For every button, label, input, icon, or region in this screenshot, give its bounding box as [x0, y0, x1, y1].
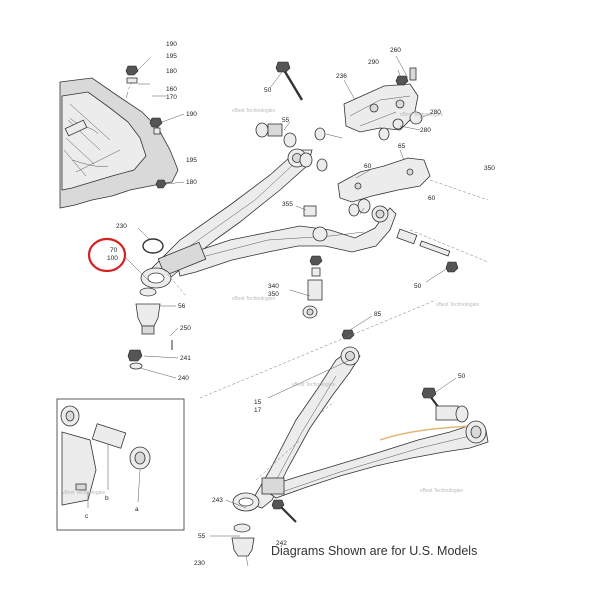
watermark-text: vBest Technologies	[436, 302, 479, 308]
callout-50: 50	[458, 373, 466, 380]
watermark-text: vBest Technologies	[62, 490, 105, 496]
inset-detail	[56, 398, 185, 531]
callout-50: 50	[414, 283, 422, 290]
callout-241: 241	[180, 355, 191, 362]
callout-195: 195	[186, 157, 197, 164]
callout-242: 242	[276, 540, 287, 547]
callout-17: 17	[254, 407, 262, 414]
side-bracket	[337, 157, 431, 217]
callout-160: 160	[166, 86, 177, 93]
callout-230: 230	[116, 223, 127, 230]
callout-236: 236	[336, 73, 347, 80]
callout-labels: 190 195 180 160 170 190 195 180 260 290 …	[85, 41, 495, 567]
lower-a-arm	[232, 346, 489, 512]
guide-lines	[127, 81, 489, 481]
callout-243: 243	[212, 497, 223, 504]
callout-290: 290	[368, 59, 379, 66]
leader-lines	[125, 55, 457, 567]
frame-bracket	[59, 77, 179, 209]
callout-170: 170	[166, 94, 177, 101]
callout-350: 350	[268, 291, 279, 298]
callout-56: 56	[178, 303, 186, 310]
callout-190: 190	[166, 41, 177, 48]
callout-340: 340	[268, 283, 279, 290]
callout-240: 240	[178, 375, 189, 382]
callout-190: 190	[186, 111, 197, 118]
callout-280: 280	[430, 109, 441, 116]
watermark-text: vBest Technologies	[292, 382, 335, 388]
callout-85: 85	[374, 311, 382, 318]
watermark-text: vBest Technologies	[232, 108, 275, 114]
callout-70: 70	[110, 247, 118, 254]
watermark-text: vBest Technologies	[232, 296, 275, 302]
diagram-caption: Diagrams Shown are for U.S. Models	[271, 544, 477, 558]
callout-55: 55	[198, 533, 206, 540]
upper-arm-hardware	[255, 61, 459, 273]
callout-15: 15	[254, 399, 262, 406]
callout-b: b	[105, 495, 109, 502]
sway-link	[302, 255, 323, 319]
watermark-text: vBest Technologies	[400, 112, 443, 118]
callout-60: 60	[428, 195, 436, 202]
highlight-circle	[87, 237, 127, 273]
callout-a: a	[135, 506, 139, 513]
upper-bracket	[343, 67, 423, 141]
watermarks: vBest Technologies vBest Technologies vB…	[62, 108, 479, 496]
callout-195: 195	[166, 53, 177, 60]
callout-100: 100	[107, 255, 118, 262]
callout-180: 180	[166, 68, 177, 75]
callout-280: 280	[420, 127, 431, 134]
callout-50: 50	[264, 87, 272, 94]
callout-60: 60	[364, 163, 372, 170]
callout-65: 65	[398, 143, 406, 150]
callout-350: 350	[484, 165, 495, 172]
callout-230: 230	[194, 560, 205, 567]
callout-355: 355	[282, 201, 293, 208]
callout-260: 260	[390, 47, 401, 54]
callout-55: 55	[282, 117, 290, 124]
watermark-text: vBest Technologies	[420, 488, 463, 494]
upper-ball-joint	[127, 238, 173, 370]
lower-arm-hardware	[231, 329, 469, 557]
callout-180: 180	[186, 179, 197, 186]
frame-bolts	[125, 65, 167, 189]
upper-a-arm	[140, 148, 397, 289]
callout-250: 250	[180, 325, 191, 332]
callout-c: c	[85, 513, 89, 520]
